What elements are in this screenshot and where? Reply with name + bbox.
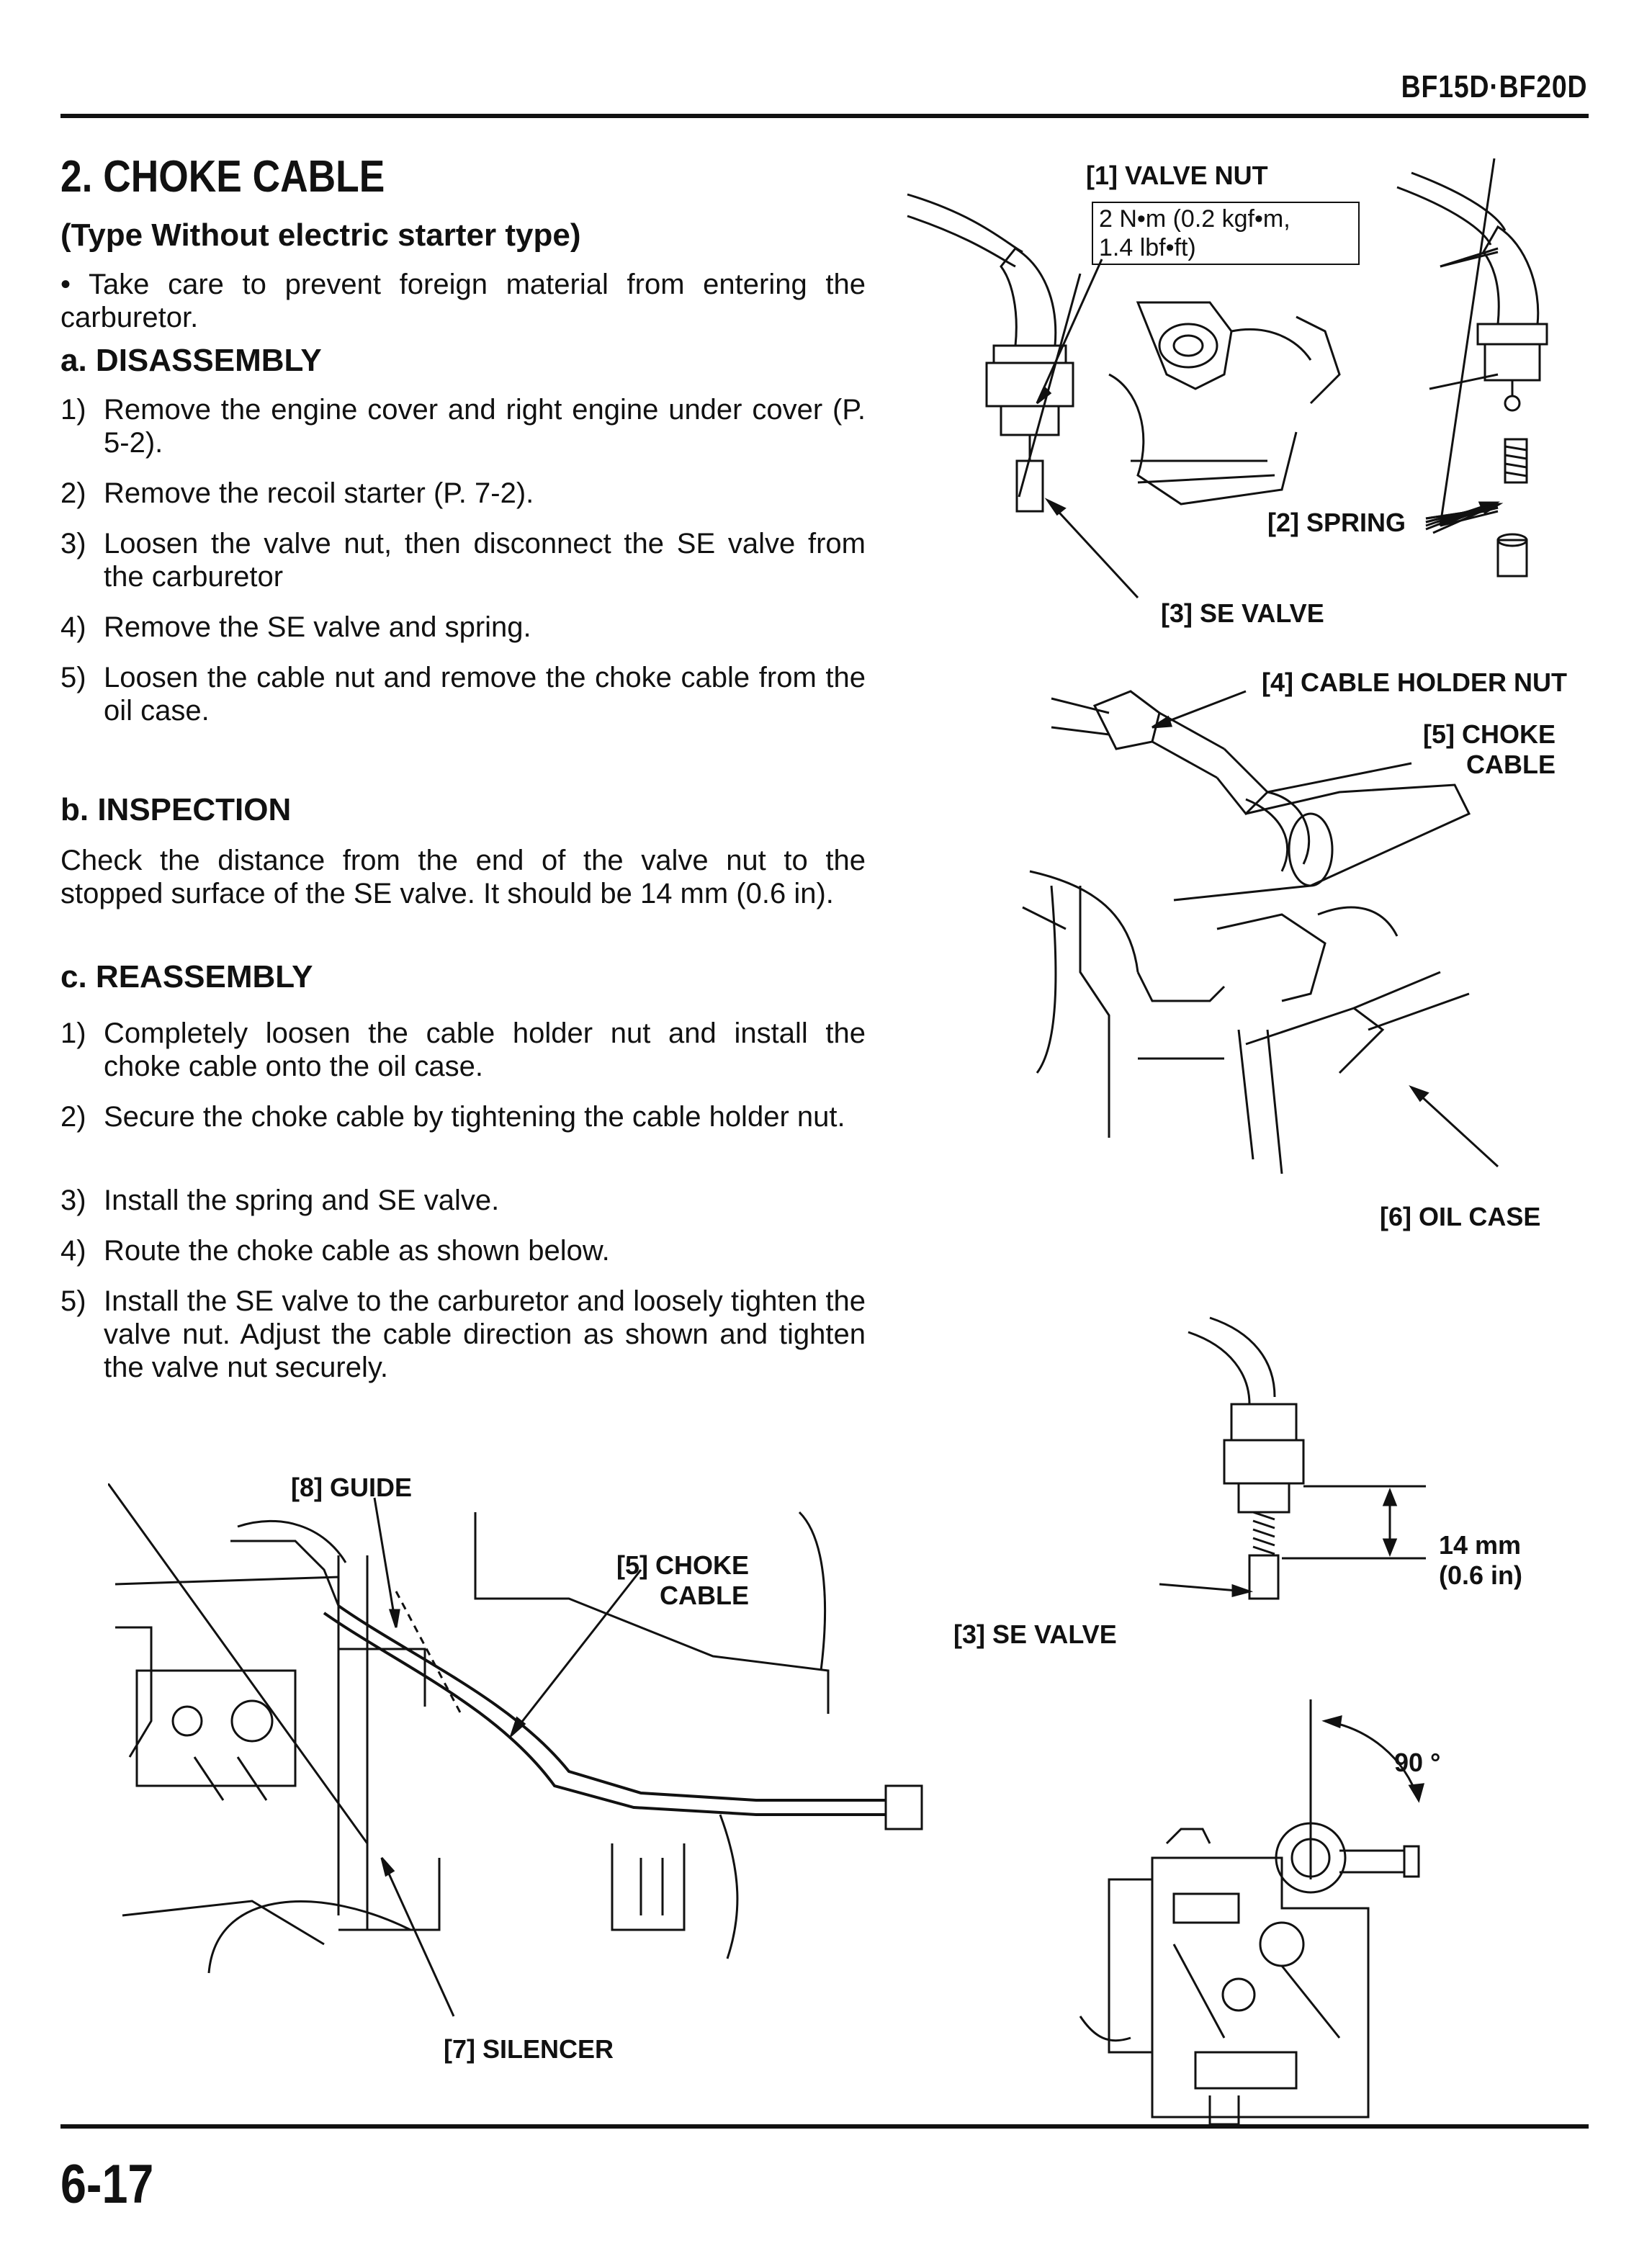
header-rule (60, 114, 1589, 118)
label-angle: 90 ° (1394, 1748, 1441, 1777)
label-choke-cable-b-line2: CABLE (660, 1581, 749, 1610)
caution-note-text: • Take care to prevent foreign material … (60, 269, 866, 333)
cable-holder-figure (1008, 670, 1628, 1231)
label-silencer: [7] SILENCER (444, 2034, 614, 2064)
label-spring: [2] SPRING (1267, 508, 1406, 537)
page-number: 6-17 (60, 2154, 154, 2215)
label-se-valve-b: [3] SE VALVE (953, 1619, 1117, 1649)
label-dimension-mm: 14 mm (1439, 1530, 1522, 1560)
reassembly-step: 3)Install the spring and SE valve. (60, 1185, 500, 1216)
torque-spec-box: 2 N•m (0.2 kgf•m, 1.4 lbf•ft) (1092, 202, 1360, 265)
reassembly-step: 1)Completely loosen the cable holder nut… (60, 1017, 866, 1082)
label-valve-nut: [1] VALVE NUT (1086, 161, 1268, 190)
reassembly-step: 2)Secure the choke cable by tightening t… (60, 1101, 845, 1133)
label-choke-cable-b-line1: [5] CHOKE (616, 1550, 749, 1580)
label-oil-case: [6] OIL CASE (1380, 1202, 1541, 1231)
caution-note: • Take care to prevent foreign material … (60, 268, 866, 334)
reassembly-step: 5)Install the SE valve to the carburetor… (60, 1285, 866, 1383)
disassembly-step: 5)Loosen the cable nut and remove the ch… (60, 662, 866, 727)
disassembly-step: 1)Remove the engine cover and right engi… (60, 394, 866, 459)
disassembly-step: 4)Remove the SE valve and spring. (60, 611, 531, 643)
carburetor-angle-figure (1066, 1692, 1469, 2124)
section-subtitle: (Type Without electric starter type) (60, 217, 581, 253)
label-choke-cable-line1: [5] CHOKE (1422, 719, 1556, 749)
label-se-valve: [3] SE VALVE (1161, 598, 1324, 628)
torque-spec-line2: 1.4 lbf•ft) (1099, 234, 1196, 261)
reassembly-heading: c. REASSEMBLY (60, 959, 313, 994)
label-choke-cable-line2: CABLE (1466, 750, 1556, 779)
se-valve-disassembly-figure (893, 158, 1613, 648)
figure1-spring-leaders (893, 158, 1613, 648)
model-header: BF15D·BF20D (1401, 69, 1587, 104)
inspection-heading: b. INSPECTION (60, 792, 292, 827)
torque-spec-line1: 2 N•m (0.2 kgf•m, (1099, 205, 1290, 233)
label-cable-holder-nut: [4] CABLE HOLDER NUT (1262, 668, 1567, 697)
disassembly-step: 3)Loosen the valve nut, then disconnect … (60, 528, 866, 593)
reassembly-step: 4)Route the choke cable as shown below. (60, 1235, 610, 1267)
se-valve-dimension-figure (1123, 1311, 1483, 1656)
cable-routing-figure (108, 1483, 929, 2031)
section-title: 2. CHOKE CABLE (60, 152, 385, 202)
disassembly-step: 2)Remove the recoil starter (P. 7-2). (60, 477, 534, 509)
footer-rule (60, 2124, 1589, 2129)
label-guide: [8] GUIDE (291, 1473, 413, 1502)
inspection-text: Check the distance from the end of the v… (60, 845, 866, 909)
label-dimension-in: (0.6 in) (1439, 1560, 1523, 1590)
disassembly-heading: a. DISASSEMBLY (60, 343, 322, 378)
